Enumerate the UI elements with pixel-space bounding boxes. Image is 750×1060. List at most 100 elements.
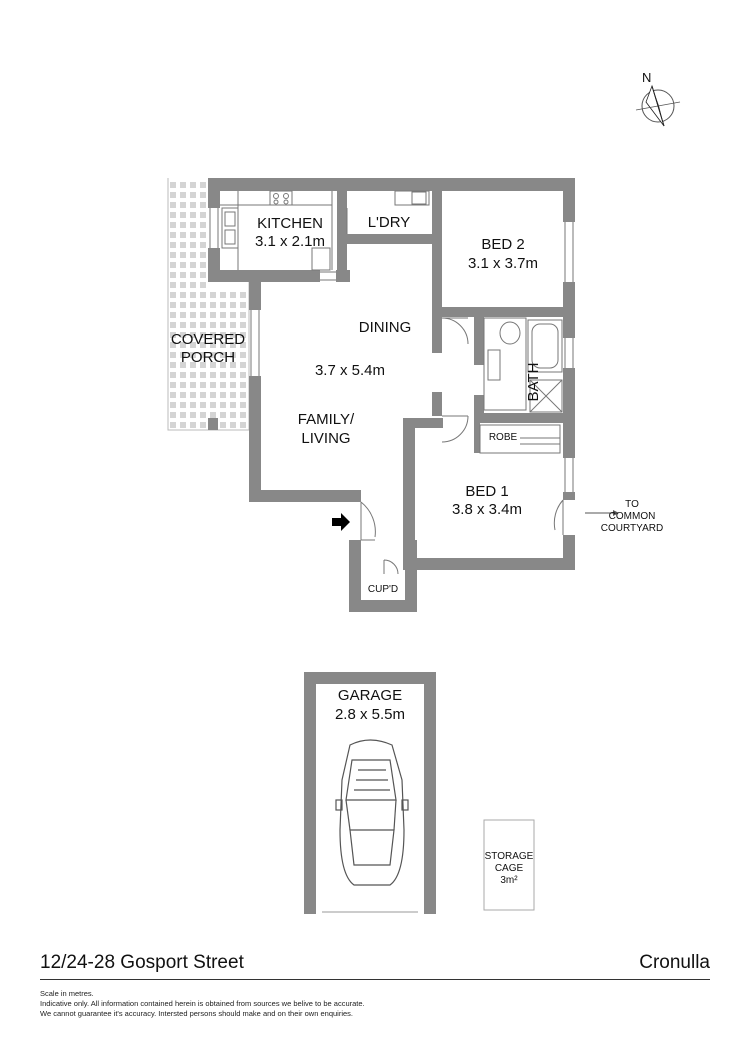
- courtyard-note-line1: TO: [625, 499, 639, 510]
- porch-tile: [210, 382, 216, 388]
- porch-tile: [170, 262, 176, 268]
- porch-tile: [240, 312, 246, 318]
- porch-tile: [180, 412, 186, 418]
- dining-label: DINING: [359, 319, 412, 336]
- porch-tile: [230, 312, 236, 318]
- porch-tile: [240, 392, 246, 398]
- bed1-label: BED 1: [465, 483, 508, 500]
- porch-tile: [200, 192, 206, 198]
- porch-tile: [220, 372, 226, 378]
- porch-tile: [230, 352, 236, 358]
- car-icon: [335, 739, 409, 886]
- laundry-label: L'DRY: [368, 214, 411, 231]
- porch-tile: [230, 372, 236, 378]
- porch-tile: [200, 242, 206, 248]
- disclaimer-line: We cannot guarantee it's accuracy. Inter…: [40, 1009, 354, 1018]
- courtyard-arrow-icon: [585, 510, 619, 516]
- family-living-label-line1: FAMILY/: [298, 411, 355, 428]
- porch-tile: [180, 322, 186, 328]
- porch-tile: [210, 332, 216, 338]
- compass-icon: [635, 84, 681, 127]
- disclaimer: Scale in metres. Indicative only. All in…: [40, 989, 560, 1019]
- porch-tile: [230, 392, 236, 398]
- garage-size: 2.8 x 5.5m: [335, 706, 405, 723]
- porch-tile: [180, 312, 186, 318]
- porch-tile: [200, 202, 206, 208]
- porch-tile: [170, 252, 176, 258]
- fixtures: [209, 190, 574, 492]
- porch-tile: [200, 212, 206, 218]
- porch-tile: [200, 222, 206, 228]
- courtyard-note-line2: COMMON: [609, 511, 656, 522]
- porch-tile: [230, 412, 236, 418]
- porch-tile: [190, 232, 196, 238]
- porch-tile: [170, 202, 176, 208]
- porch-tile: [190, 402, 196, 408]
- porch-tile: [190, 392, 196, 398]
- porch-tile: [170, 382, 176, 388]
- cupboard-label: CUP'D: [368, 584, 398, 595]
- porch-tile-pattern: [167, 178, 250, 431]
- porch-tile: [200, 352, 206, 358]
- porch-tile: [170, 362, 176, 368]
- porch-tile: [170, 232, 176, 238]
- porch-tile: [240, 332, 246, 338]
- porch-tile: [190, 212, 196, 218]
- porch-tile: [190, 182, 196, 188]
- porch-tile: [190, 292, 196, 298]
- porch-tile: [170, 302, 176, 308]
- porch-tile: [180, 272, 186, 278]
- porch-tile: [220, 392, 226, 398]
- porch-tile: [180, 342, 186, 348]
- porch-tile: [180, 352, 186, 358]
- covered-porch-label-line2: PORCH: [181, 349, 235, 366]
- porch-tile: [230, 402, 236, 408]
- porch-tile: [170, 292, 176, 298]
- property-suburb: Cronulla: [639, 952, 710, 973]
- porch-tile: [220, 402, 226, 408]
- porch-tile: [170, 182, 176, 188]
- porch-tile: [200, 232, 206, 238]
- porch-tile: [180, 362, 186, 368]
- porch-tile: [220, 332, 226, 338]
- porch-tile: [200, 322, 206, 328]
- porch-tile: [210, 402, 216, 408]
- porch-tile: [210, 322, 216, 328]
- porch-tile: [190, 422, 196, 428]
- porch-tile: [190, 382, 196, 388]
- compass-label: N: [642, 70, 651, 85]
- porch-tile: [190, 202, 196, 208]
- disclaimer-line: Scale in metres.: [40, 989, 94, 998]
- porch-tile: [190, 322, 196, 328]
- porch-tile: [210, 352, 216, 358]
- porch-post: [208, 418, 218, 430]
- porch-tile: [200, 362, 206, 368]
- porch-tile: [190, 362, 196, 368]
- porch-tile: [170, 412, 176, 418]
- porch-tile: [190, 332, 196, 338]
- porch-tile: [220, 422, 226, 428]
- porch-tile: [180, 212, 186, 218]
- porch-tile: [170, 402, 176, 408]
- porch-tile: [240, 412, 246, 418]
- porch-tile: [240, 382, 246, 388]
- porch-tile: [200, 332, 206, 338]
- storage-label-line2: CAGE: [495, 863, 524, 874]
- porch-tile: [180, 392, 186, 398]
- porch-tile: [190, 222, 196, 228]
- porch-tile: [170, 332, 176, 338]
- porch-tile: [180, 202, 186, 208]
- porch-tile: [220, 382, 226, 388]
- porch-tile: [220, 312, 226, 318]
- kitchen-label: KITCHEN: [257, 215, 323, 232]
- porch-tile: [170, 222, 176, 228]
- garage: [304, 672, 436, 914]
- porch-tile: [210, 362, 216, 368]
- porch-tile: [220, 342, 226, 348]
- porch-tile: [190, 262, 196, 268]
- porch-tile: [240, 292, 246, 298]
- disclaimer-line: Indicative only. All information contain…: [40, 999, 365, 1008]
- porch-tile: [200, 392, 206, 398]
- porch-tile: [210, 302, 216, 308]
